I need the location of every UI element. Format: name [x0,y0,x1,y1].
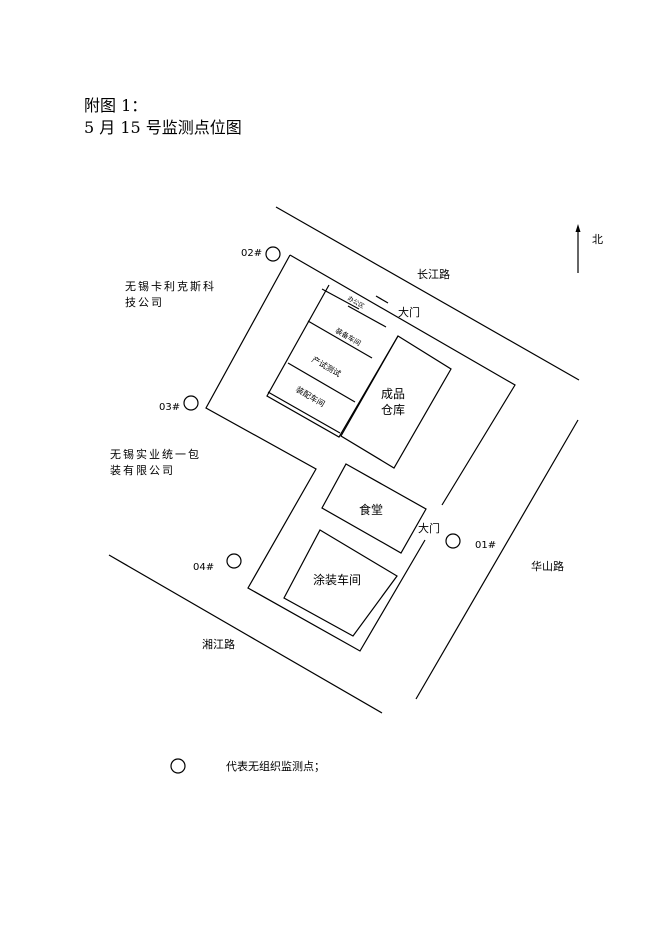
monitor-point-02-label: 02# [241,248,263,259]
trial-test-label: 产试测试 [310,354,343,379]
monitor-point-04-icon [226,553,242,569]
huashan-road-line [415,419,579,700]
monitor-point-04-label: 04# [193,562,215,573]
office-line-b [347,305,387,328]
north-gate-label: 大门 [398,306,420,319]
neighbor-shiye-line2: 装有限公司 [110,464,175,477]
warehouse-outline [340,335,452,469]
workshop-divider-1 [307,320,373,359]
north-arrow-head-icon [575,224,581,232]
gate-mark-north [375,295,389,304]
site-boundary-ne [289,254,516,506]
coating-workshop-label: 涂装车间 [313,573,362,587]
monitor-point-03-label: 03# [159,402,181,413]
canteen-outline [321,463,427,554]
east-gate-label: 大门 [418,522,440,535]
legend-circle-icon [170,758,186,774]
office-line-a [321,288,360,310]
assembly-workshop-label: 装配车间 [294,384,327,409]
title-line-2: 5 月 15 号监测点位图 [84,118,242,137]
monitor-point-03-icon [183,395,199,411]
xiangjiang-road-label: 湘江路 [202,638,235,651]
workshop-divider-2 [287,362,356,403]
neighbor-kalikesi-line1: 无锡卡利克斯科 [125,280,216,293]
workshop-divider-3 [267,391,341,434]
canteen-label: 食堂 [359,503,384,517]
huashan-road-label: 华山路 [531,560,564,573]
neighbor-kalikesi-line2: 技公司 [125,296,164,309]
title-line-1: 附图 1： [84,96,148,115]
changjiang-road-line [275,206,580,381]
monitor-point-01-label: 01# [475,540,497,551]
warehouse-label-line2: 仓库 [381,403,406,417]
site-boundary-w [205,254,426,652]
workshop-block-outline [266,284,399,438]
legend-text: 代表无组织监测点； [226,760,325,773]
monitor-point-01-icon [445,533,461,549]
monitor-point-02-icon [265,246,281,262]
neighbor-shiye-line1: 无锡实业统一包 [110,448,201,461]
changjiang-road-label: 长江路 [417,268,450,281]
coating-workshop-outline [283,529,398,637]
xiangjiang-road-line [108,554,383,714]
north-label: 北 [592,233,603,246]
warehouse-label-line1: 成品 [381,387,406,401]
